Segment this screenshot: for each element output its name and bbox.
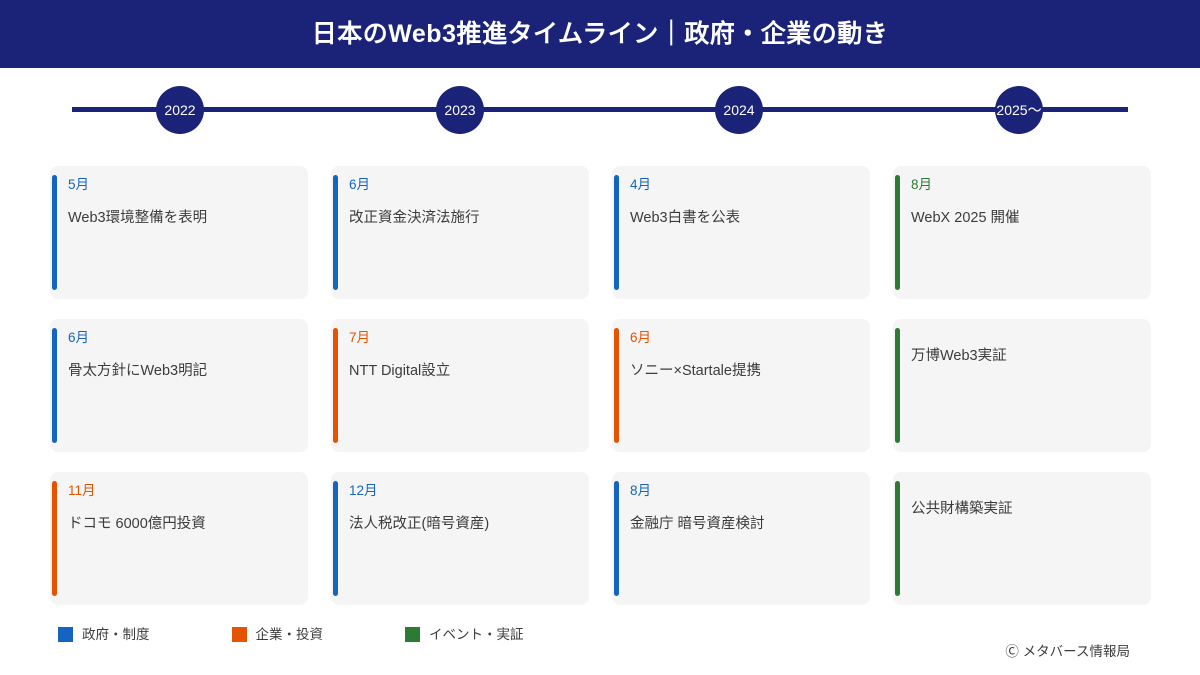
card-body: 7月 NTT Digital設立 <box>349 331 577 381</box>
card-month-label: 8月 <box>911 177 933 192</box>
card-title-label: Web3環境整備を表明 <box>68 209 208 226</box>
timeline-year-label: 2023 <box>444 102 476 118</box>
card-body: 万博Web3実証 <box>911 347 1139 367</box>
card-accent-bar <box>895 175 900 290</box>
timeline-event-card[interactable]: 11月ドコモ 6000億円投資 <box>50 472 308 605</box>
timeline-year-node[interactable]: 2023 <box>436 86 484 134</box>
legend-item: 企業・投資 <box>231 626 324 642</box>
card-title-label: WebX 2025 開催 <box>911 209 1020 226</box>
card-body: 11月ドコモ 6000億円投資 <box>68 484 296 534</box>
card-month-label: 5月 <box>68 177 90 192</box>
card-title-label: ソニー×Startale提携 <box>630 362 761 379</box>
timeline-bar <box>72 107 1128 112</box>
card-title-label: 骨太方針にWeb3明記 <box>68 362 208 379</box>
page-title: 日本のWeb3推進タイムライン｜政府・企業の動き <box>311 19 889 48</box>
card-month-label: 6月 <box>68 330 90 345</box>
card-accent-bar <box>895 328 900 443</box>
card-body: 8月金融庁 暗号資産検討 <box>630 484 858 534</box>
legend-label: イベント・実証 <box>429 626 524 642</box>
timeline-event-card[interactable]: 8月金融庁 暗号資産検討 <box>612 472 870 605</box>
timeline-year-node[interactable]: 2024 <box>715 86 763 134</box>
card-body: 6月骨太方針にWeb3明記 <box>68 331 296 381</box>
card-accent-bar <box>52 481 57 596</box>
timeline-year-label: 2024 <box>723 102 755 118</box>
legend-label: 政府・制度 <box>82 626 150 642</box>
legend: 政府・制度 企業・投資 イベント・実証 <box>58 627 606 642</box>
card-accent-bar <box>52 175 57 290</box>
card-title-label: Web3白書を公表 <box>630 209 741 226</box>
legend-color-swatch <box>231 627 247 642</box>
timeline-event-card[interactable]: 12月法人税改正(暗号資産) <box>331 472 589 605</box>
card-title-label: NTT Digital設立 <box>349 362 451 379</box>
footer-credit: Ⓒ メタバース情報局 <box>1005 644 1130 659</box>
card-month-label: 4月 <box>630 177 652 192</box>
card-title-label: ドコモ 6000億円投資 <box>68 515 206 532</box>
card-accent-bar <box>333 481 338 596</box>
timeline-event-card[interactable]: 6月骨太方針にWeb3明記 <box>50 319 308 452</box>
card-title-label: 改正資金決済法施行 <box>349 209 480 226</box>
card-accent-bar <box>333 328 338 443</box>
timeline-year-node[interactable]: 2025〜 <box>995 86 1043 134</box>
timeline-event-card[interactable]: 万博Web3実証 <box>893 319 1151 452</box>
card-accent-bar <box>895 481 900 596</box>
timeline-year-label: 2025〜 <box>996 102 1042 118</box>
timeline-event-card[interactable]: 5月 Web3環境整備を表明 <box>50 166 308 299</box>
timeline-event-card[interactable]: 公共財構築実証 <box>893 472 1151 605</box>
card-body: 5月 Web3環境整備を表明 <box>68 178 296 228</box>
card-title-label: 公共財構築実証 <box>911 501 1013 517</box>
card-title-label: 金融庁 暗号資産検討 <box>630 515 765 532</box>
card-month-label: 11月 <box>68 483 96 498</box>
timeline-event-card[interactable]: 6月改正資金決済法施行 <box>331 166 589 299</box>
card-accent-bar <box>614 481 619 596</box>
timeline-event-card[interactable]: 6月ソニー×Startale提携 <box>612 319 870 452</box>
card-body: 公共財構築実証 <box>911 500 1139 520</box>
card-body: 12月法人税改正(暗号資産) <box>349 484 577 534</box>
card-month-label: 8月 <box>630 483 652 498</box>
legend-item: 政府・制度 <box>58 627 150 642</box>
card-body: 8月 WebX 2025 開催 <box>911 178 1139 228</box>
card-month-label: 6月 <box>630 330 652 345</box>
legend-label: 企業・投資 <box>255 626 324 642</box>
legend-item: イベント・実証 <box>405 627 524 642</box>
legend-color-swatch <box>405 627 420 642</box>
legend-color-swatch <box>58 627 73 642</box>
card-title-label: 万博Web3実証 <box>911 348 1007 364</box>
card-body: 4月 Web3白書を公表 <box>630 178 858 228</box>
card-accent-bar <box>333 175 338 290</box>
timeline-event-card[interactable]: 7月 NTT Digital設立 <box>331 319 589 452</box>
card-month-label: 6月 <box>349 177 371 192</box>
card-title-label: 法人税改正(暗号資産) <box>349 515 490 532</box>
card-month-label: 12月 <box>349 483 378 498</box>
card-accent-bar <box>52 328 57 443</box>
timeline-event-card[interactable]: 8月 WebX 2025 開催 <box>893 166 1151 299</box>
timeline-year-label: 2022 <box>164 102 196 118</box>
card-body: 6月改正資金決済法施行 <box>349 178 577 228</box>
card-accent-bar <box>614 175 619 290</box>
header-banner: 日本のWeb3推進タイムライン｜政府・企業の動き <box>0 0 1200 68</box>
timeline-year-node[interactable]: 2022 <box>156 86 204 134</box>
card-month-label: 7月 <box>349 330 371 345</box>
card-accent-bar <box>614 328 619 443</box>
timeline-axis: 2022 2023 2024 2025〜 <box>0 68 1200 152</box>
timeline-event-card[interactable]: 4月 Web3白書を公表 <box>612 166 870 299</box>
card-body: 6月ソニー×Startale提携 <box>630 331 858 381</box>
